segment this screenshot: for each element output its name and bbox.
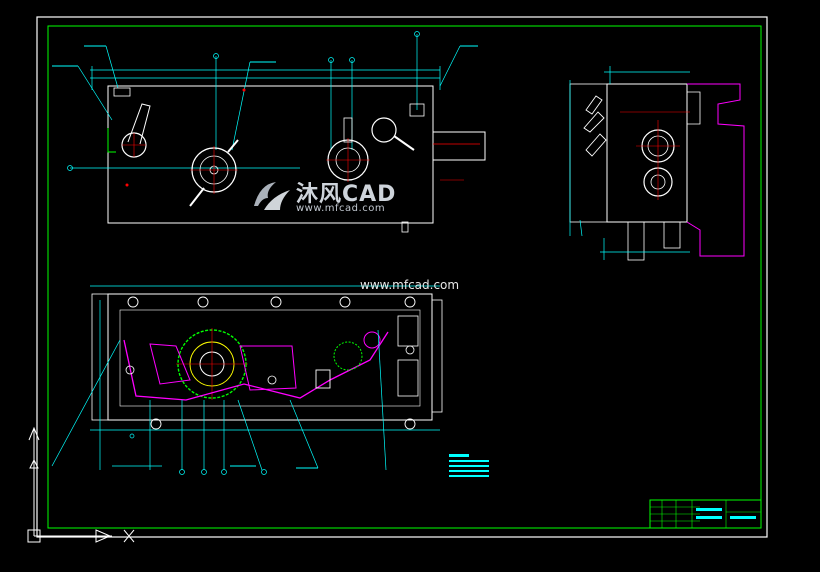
ucs-axis-icon	[27, 426, 135, 543]
watermark-logo-icon	[254, 182, 290, 210]
title-block	[649, 499, 762, 529]
side-view	[569, 66, 745, 261]
sheet-border	[36, 16, 768, 538]
technical-notes-block	[449, 454, 489, 477]
watermark-brand-text: 沐风CAD	[296, 182, 397, 207]
front-view	[52, 31, 486, 233]
watermark-brand-url: www.mfcad.com	[296, 203, 386, 214]
top-section-view	[51, 285, 443, 475]
drawing-frame	[47, 25, 762, 529]
watermark-site-text: www.mfcad.com	[360, 278, 460, 292]
